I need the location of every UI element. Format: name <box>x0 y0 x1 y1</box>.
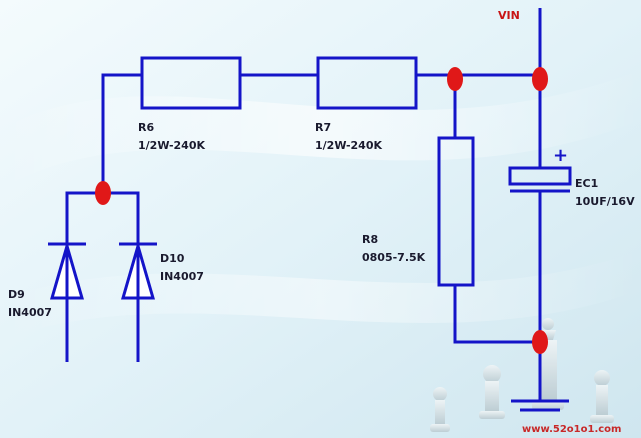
junction-node-r8-top <box>447 67 463 91</box>
capacitor-polarity: + <box>553 145 568 166</box>
background-swoosh <box>0 70 641 190</box>
chess-pieces-decoration <box>430 318 614 432</box>
junction-node-bottom <box>532 330 548 354</box>
resistor-r7 <box>316 56 418 110</box>
junction-node-vin <box>532 67 548 91</box>
r7-value-label: 1/2W-240K <box>315 139 382 152</box>
wire-left-vertical <box>101 73 142 193</box>
r8-ref-label: R8 <box>362 233 378 246</box>
background-swoosh-lower <box>0 250 641 340</box>
r7-ref-label: R7 <box>315 121 331 134</box>
resistor-r6 <box>140 56 242 110</box>
capacitor-ec1 <box>508 166 572 193</box>
ground-symbol <box>511 399 569 412</box>
ec1-value-label: 10UF/16V <box>575 195 635 208</box>
junction-node-diodes <box>95 181 111 205</box>
resistor-r8 <box>437 136 475 287</box>
diode-d10 <box>119 240 157 300</box>
watermark: www.52o1o1.com <box>522 424 621 435</box>
d9-ref-label: D9 <box>8 288 25 301</box>
diode-d9 <box>48 240 86 300</box>
r6-value-label: 1/2W-240K <box>138 139 205 152</box>
r6-ref-label: R6 <box>138 121 154 134</box>
wire-r8-bottom <box>453 285 540 344</box>
r8-value-label: 0805-7.5K <box>362 251 426 264</box>
d9-value-label: IN4007 <box>8 306 52 319</box>
ec1-ref-label: EC1 <box>575 177 598 190</box>
vin-label: VIN <box>498 9 520 22</box>
d10-value-label: IN4007 <box>160 270 204 283</box>
d10-ref-label: D10 <box>160 252 185 265</box>
watermark-url: www.52o1o1.com <box>522 424 621 435</box>
